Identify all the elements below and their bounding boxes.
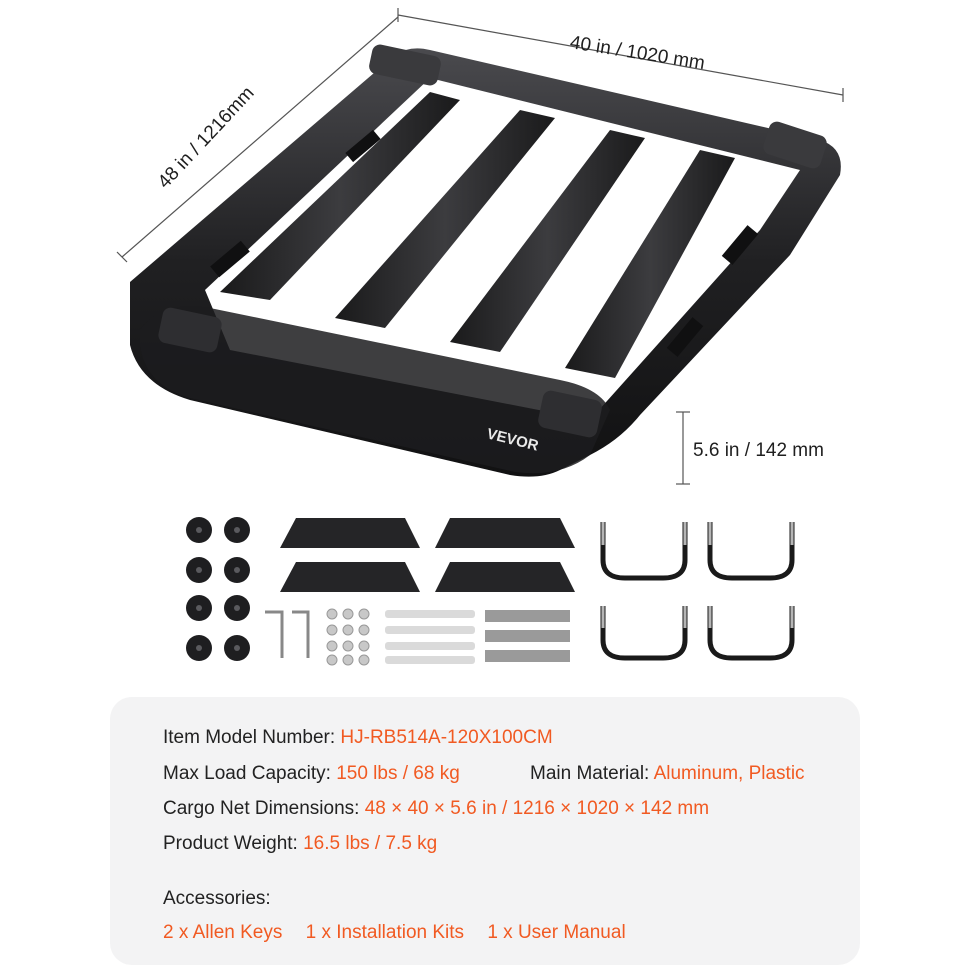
u-bolts (600, 522, 795, 661)
u-bolt-threads (601, 522, 794, 628)
accessories-heading: Accessories: (163, 888, 271, 909)
height-dimension-label: 5.6 in / 142 mm (693, 440, 824, 461)
dimension-lines (116, 8, 844, 485)
accessory-item: 1 x User Manual (487, 922, 626, 943)
hardware-kit (326, 608, 570, 666)
spec-label: Product Weight: (163, 833, 298, 854)
roof-rack-illustration: VEVOR (116, 8, 844, 666)
spec-weight: Product Weight: 16.5 lbs / 7.5 kg (163, 833, 437, 855)
rack-frame: VEVOR (130, 44, 841, 477)
spec-label: Max Load Capacity: (163, 763, 331, 784)
spec-material: Main Material: Aluminum, Plastic (530, 763, 805, 785)
mounting-plates (280, 518, 575, 592)
spec-net-dims: Cargo Net Dimensions: 48 × 40 × 5.6 in /… (163, 798, 709, 820)
spec-value: 16.5 lbs / 7.5 kg (303, 833, 438, 854)
spec-value: HJ-RB514A-120X100CM (340, 727, 553, 748)
spec-value: Aluminum, Plastic (653, 763, 805, 784)
spec-panel: Item Model Number: HJ-RB514A-120X100CM M… (110, 697, 860, 965)
spec-model: Item Model Number: HJ-RB514A-120X100CM (163, 727, 553, 749)
accessory-item: 1 x Installation Kits (305, 922, 465, 943)
accessory-item: 2 x Allen Keys (163, 922, 283, 943)
spec-value: 150 lbs / 68 kg (336, 763, 460, 784)
spec-label: Main Material: (530, 763, 650, 784)
allen-keys (265, 610, 310, 658)
knob-set (186, 517, 250, 661)
spec-value: 48 × 40 × 5.6 in / 1216 × 1020 × 142 mm (364, 798, 710, 819)
spec-load: Max Load Capacity: 150 lbs / 68 kg (163, 763, 460, 785)
accessories-list: 2 x Allen Keys 1 x Installation Kits 1 x… (163, 922, 644, 944)
spec-label: Item Model Number: (163, 727, 336, 748)
spec-label: Cargo Net Dimensions: (163, 798, 360, 819)
